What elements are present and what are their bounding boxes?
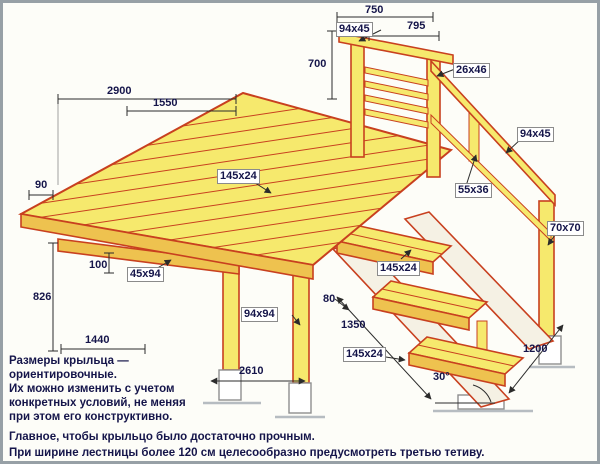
deck-fascia (20, 213, 314, 280)
dim-45x94: 45x94 (127, 267, 164, 282)
dim-94x45-top: 94x45 (336, 22, 373, 37)
note-line-5: при этом его конструктивно. (9, 411, 173, 423)
dim-100: 100 (89, 259, 108, 271)
dim-826: 826 (33, 291, 52, 303)
caption-strength: Главное, чтобы крыльцо было достаточно п… (9, 431, 315, 443)
note-line-4: конкретных условий, не меняя (9, 397, 186, 409)
dim-90: 90 (35, 179, 48, 191)
caption-third-tetiva: При ширине лестницы более 120 см целесоо… (9, 447, 485, 459)
rail-post-left (350, 38, 365, 158)
dim-55x36: 55x36 (455, 183, 492, 198)
dim-26x46: 26x46 (453, 63, 490, 78)
dim-2610: 2610 (239, 365, 264, 377)
dim-145x24-step-low: 145x24 (343, 347, 386, 362)
dim-94x94: 94x94 (241, 307, 278, 322)
dimension-lines (28, 12, 564, 404)
dim-94x45-handrail: 94x45 (517, 127, 554, 142)
dim-700-post: 700 (308, 58, 327, 70)
dim-80: 80 (323, 293, 336, 305)
dim-145x24-step-up: 145x24 (377, 261, 420, 276)
dim-1200: 1200 (523, 343, 548, 355)
dim-750: 750 (365, 4, 384, 16)
handrail (430, 58, 556, 208)
left-footing (218, 369, 242, 401)
center-post (292, 262, 310, 384)
dim-angle-30: 30° (433, 371, 450, 383)
dim-145x24-deck: 145x24 (217, 169, 260, 184)
note-line-3: Их можно изменить с учетом (9, 383, 175, 395)
dim-1550: 1550 (153, 97, 178, 109)
rail-slat (364, 80, 429, 101)
center-footing (288, 382, 312, 414)
rail-slat (364, 66, 429, 87)
dim-70x70: 70x70 (547, 221, 584, 236)
dim-795: 795 (407, 20, 426, 32)
dim-1350: 1350 (341, 319, 366, 331)
note-line-1: Размеры крыльца — (9, 355, 129, 367)
rail-slat (364, 108, 429, 129)
dim-2900: 2900 (107, 85, 132, 97)
dim-1440: 1440 (85, 334, 110, 346)
rail-slat (364, 94, 429, 115)
note-line-2: ориентировочные. (9, 369, 117, 381)
